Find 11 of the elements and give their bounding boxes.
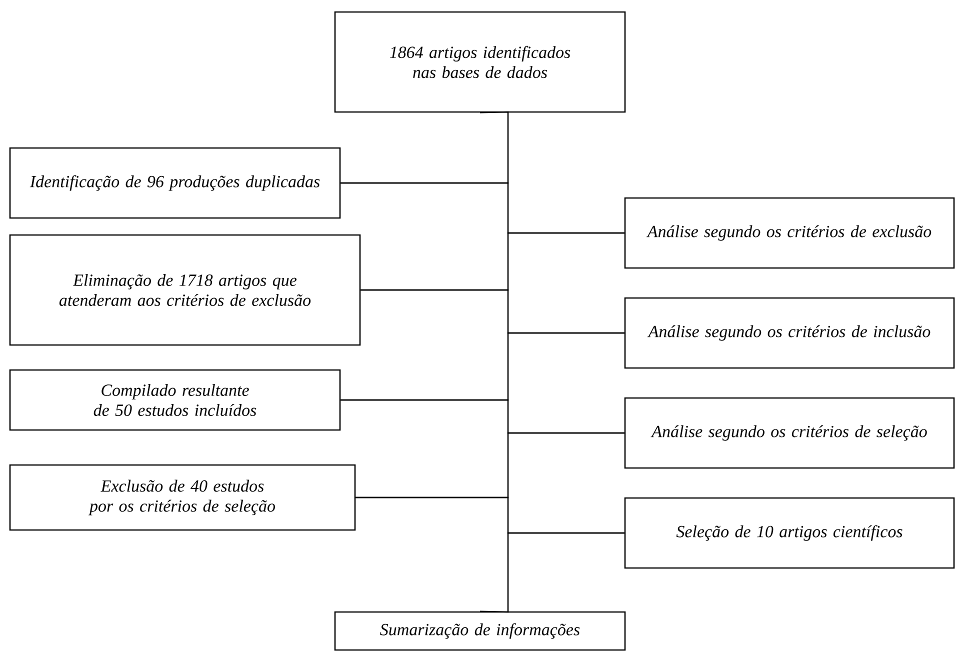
connector-line <box>480 532 624 613</box>
process-box: 1864 artigos identificados nas bases de dados <box>334 11 626 113</box>
process-box: Análise segundo os critérios de exclusão <box>624 197 955 269</box>
process-box: Eliminação de 1718 artigos que atenderam aos critérios de exclusão <box>9 234 361 346</box>
process-box: Identificação de 96 produções duplicadas <box>9 147 341 219</box>
process-box: Compilado resultante de 50 estudos incluídos <box>9 369 341 431</box>
process-box: Análise segundo os critérios de inclusão <box>624 297 955 369</box>
process-box: Seleção de 10 artigos científicos <box>624 497 955 569</box>
process-box: Exclusão de 40 estudos por os critérios de seleção <box>9 464 356 531</box>
process-box: Sumarização de informações <box>334 611 626 651</box>
process-box: Análise segundo os critérios de seleção <box>624 397 955 469</box>
